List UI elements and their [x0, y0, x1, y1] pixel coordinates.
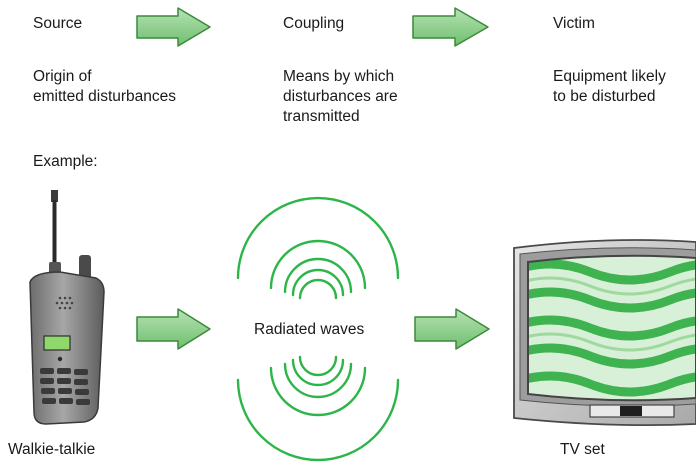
tv-set-label: TV set [560, 441, 605, 458]
arrow-right-icon [412, 7, 489, 47]
radiated-waves-label: Radiated waves [254, 321, 365, 338]
stage-victim-title: Victim [553, 15, 595, 32]
arrow-right-icon [136, 7, 211, 47]
stage-victim-description: Equipment likely to be disturbed [553, 68, 666, 105]
stage-source-description: Origin of emitted disturbances [33, 68, 177, 105]
walkie-talkie-label: Walkie-talkie [8, 441, 96, 458]
arrow-right-icon [136, 308, 211, 350]
walkie-talkie-icon [29, 190, 105, 425]
arrow-right-icon [414, 308, 490, 350]
stage-coupling-description: Means by which disturbances are transmit… [283, 68, 398, 125]
stage-source-title: Source [33, 15, 83, 32]
stage-coupling-title: Coupling [283, 15, 345, 32]
example-label: Example: [33, 153, 98, 170]
radio-waves-icon [236, 196, 400, 462]
tv-set-icon [513, 239, 696, 427]
